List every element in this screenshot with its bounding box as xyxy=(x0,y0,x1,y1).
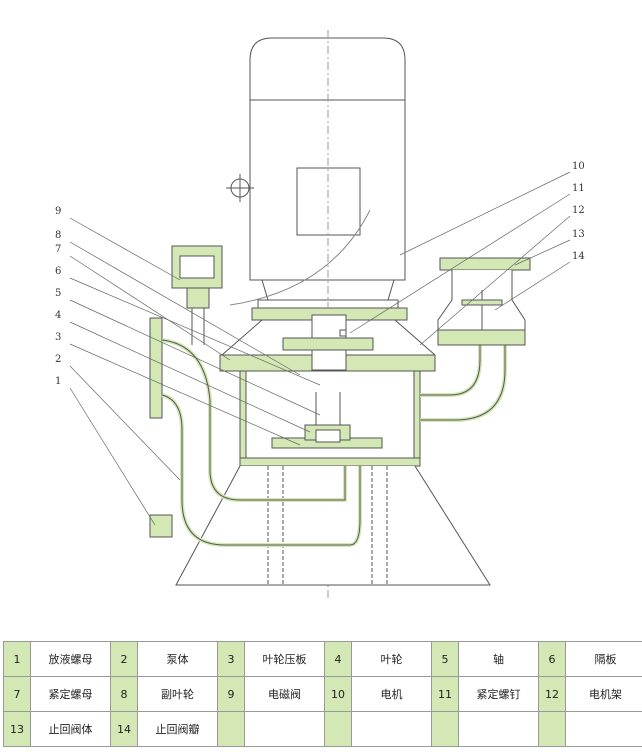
part-number: 7 xyxy=(3,676,31,712)
part-number: 1 xyxy=(3,641,31,677)
part-number: 8 xyxy=(110,676,138,712)
valve-flap xyxy=(461,299,503,306)
part-name: 电机 xyxy=(351,676,432,712)
part-name: 止回阀体 xyxy=(30,711,111,747)
callout-11: 11 xyxy=(572,183,585,194)
part-name: 紧定螺钉 xyxy=(458,676,539,712)
part-name: 叶轮压板 xyxy=(244,641,325,677)
part-number: 3 xyxy=(217,641,245,677)
part-number xyxy=(217,711,245,747)
callout-1: 1 xyxy=(55,376,62,387)
part-name: 轴 xyxy=(458,641,539,677)
pump-drawing xyxy=(69,30,571,600)
suction-pipe xyxy=(149,317,362,547)
part-number: 5 xyxy=(431,641,459,677)
part-number: 11 xyxy=(431,676,459,712)
part-name: 止回阀瓣 xyxy=(137,711,218,747)
part-number: 6 xyxy=(538,641,566,677)
part-number: 14 xyxy=(110,711,138,747)
callout-5: 5 xyxy=(55,288,62,299)
part-name xyxy=(458,711,539,747)
base xyxy=(175,465,491,586)
part-name: 叶轮 xyxy=(351,641,432,677)
callout-7: 7 xyxy=(55,244,62,255)
part-number xyxy=(324,711,352,747)
part-name: 隔板 xyxy=(565,641,642,677)
part-name: 副叶轮 xyxy=(137,676,218,712)
part-number: 4 xyxy=(324,641,352,677)
part-number: 10 xyxy=(324,676,352,712)
callout-2: 2 xyxy=(55,354,62,365)
part-number: 2 xyxy=(110,641,138,677)
part-name xyxy=(565,711,642,747)
leader-lines xyxy=(69,171,571,526)
part-name: 紧定螺母 xyxy=(30,676,111,712)
callout-6: 6 xyxy=(55,266,62,277)
part-name: 放液螺母 xyxy=(30,641,111,677)
part-name: 泵体 xyxy=(137,641,218,677)
motor xyxy=(226,37,406,309)
part-number: 13 xyxy=(3,711,31,747)
drain-nut xyxy=(149,514,173,538)
part-number: 9 xyxy=(217,676,245,712)
callout-8: 8 xyxy=(55,230,62,241)
solenoid-valve xyxy=(171,245,223,345)
part-number xyxy=(431,711,459,747)
callout-13: 13 xyxy=(572,229,585,240)
callout-14: 14 xyxy=(572,251,585,262)
part-name xyxy=(351,711,432,747)
part-name: 电磁阀 xyxy=(244,676,325,712)
check-valve xyxy=(437,257,531,346)
callout-3: 3 xyxy=(55,332,62,343)
pump-casing xyxy=(239,370,421,467)
callout-9: 9 xyxy=(55,206,62,217)
set-screw xyxy=(339,329,347,337)
callout-12: 12 xyxy=(572,205,585,216)
part-number: 12 xyxy=(538,676,566,712)
part-number xyxy=(538,711,566,747)
discharge-pipe xyxy=(420,345,507,422)
part-name xyxy=(244,711,325,747)
callout-4: 4 xyxy=(55,310,62,321)
part-name: 电机架 xyxy=(565,676,642,712)
callout-10: 10 xyxy=(572,161,585,172)
